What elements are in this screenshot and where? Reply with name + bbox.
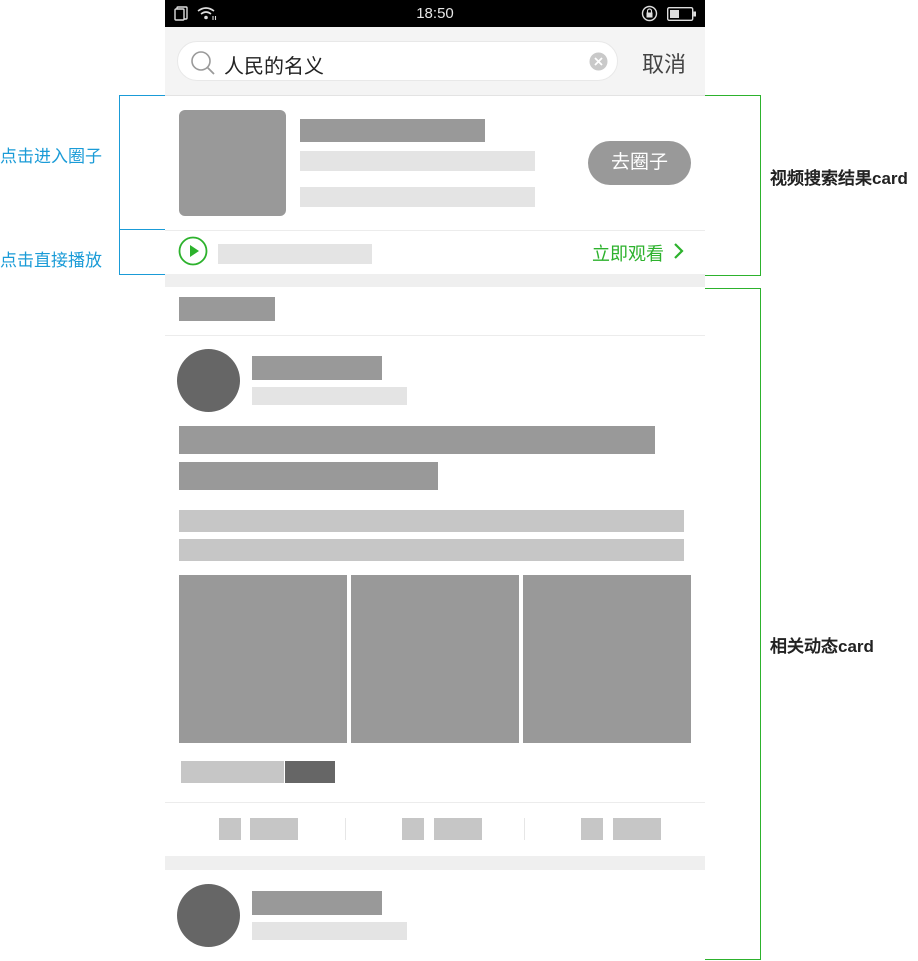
comment-action[interactable]: [346, 803, 525, 855]
bracket-line: [119, 229, 165, 230]
post-text-line: [179, 462, 438, 490]
phone-screen: 18:50 人民的名义 取消 去圈子 立即观看: [165, 0, 705, 961]
chevron-right-icon: [673, 241, 685, 266]
search-icon: [190, 50, 216, 81]
status-time: 18:50: [416, 5, 454, 22]
section-title-placeholder: [179, 297, 275, 321]
post-time-placeholder: [252, 922, 407, 940]
avatar[interactable]: [177, 349, 240, 412]
post-subtext-line: [179, 539, 684, 561]
username-placeholder: [252, 356, 382, 380]
wifi-icon: [196, 6, 218, 26]
status-bar: 18:50: [165, 0, 705, 27]
avatar[interactable]: [177, 884, 240, 947]
battery-icon: [666, 6, 697, 26]
bracket-line: [119, 95, 165, 96]
post-time-placeholder: [252, 387, 407, 405]
episode-placeholder: [218, 244, 372, 264]
video-title-placeholder: [300, 119, 485, 142]
search-header: 人民的名义 取消: [165, 27, 705, 96]
like-action[interactable]: [525, 803, 705, 855]
post-image[interactable]: [179, 575, 347, 743]
video-desc-placeholder: [300, 187, 535, 207]
post-image[interactable]: [351, 575, 519, 743]
bracket-line: [705, 275, 761, 276]
section-gap: [165, 856, 705, 870]
share-action[interactable]: [165, 803, 345, 855]
annotation-direct-play: 点击直接播放: [0, 251, 102, 270]
search-input[interactable]: 人民的名义: [177, 41, 618, 81]
bracket-line: [119, 274, 165, 275]
video-meta-placeholder: [300, 151, 535, 171]
share-icon: [219, 818, 241, 840]
tag-placeholder[interactable]: [285, 761, 335, 783]
bracket-line: [119, 95, 120, 275]
annotation-video-card: 视频搜索结果card: [770, 169, 908, 188]
divider: [165, 335, 705, 336]
post-text-line: [179, 426, 655, 454]
divider: [345, 818, 346, 840]
like-label-placeholder: [613, 818, 661, 840]
bracket-line: [760, 288, 761, 960]
like-icon: [581, 818, 603, 840]
share-label-placeholder: [250, 818, 298, 840]
search-query: 人民的名义: [224, 56, 324, 78]
bracket-line: [705, 95, 761, 96]
lock-rotation-icon: [641, 5, 658, 27]
cancel-button[interactable]: 取消: [642, 52, 687, 77]
play-row[interactable]: 立即观看: [165, 231, 705, 274]
post-image[interactable]: [523, 575, 691, 743]
watch-now-link[interactable]: 立即观看: [592, 244, 664, 264]
annotation-enter-circle: 点击进入圈子: [0, 147, 102, 166]
bracket-line: [705, 288, 761, 289]
bracket-line: [760, 95, 761, 276]
goto-circle-button[interactable]: 去圈子: [588, 141, 691, 185]
comment-icon: [402, 818, 424, 840]
clear-icon[interactable]: [589, 52, 608, 76]
bracket-line: [705, 959, 761, 960]
sim-icon: [174, 6, 188, 26]
annotation-feed-card: 相关动态card: [770, 637, 874, 656]
video-cover[interactable]: [179, 110, 286, 216]
username-placeholder: [252, 891, 382, 915]
section-gap: [165, 274, 705, 287]
divider: [165, 230, 705, 231]
tag-placeholder: [181, 761, 284, 783]
divider: [524, 818, 525, 840]
play-icon: [178, 236, 208, 271]
post-subtext-line: [179, 510, 684, 532]
comment-label-placeholder: [434, 818, 482, 840]
divider: [165, 802, 705, 803]
